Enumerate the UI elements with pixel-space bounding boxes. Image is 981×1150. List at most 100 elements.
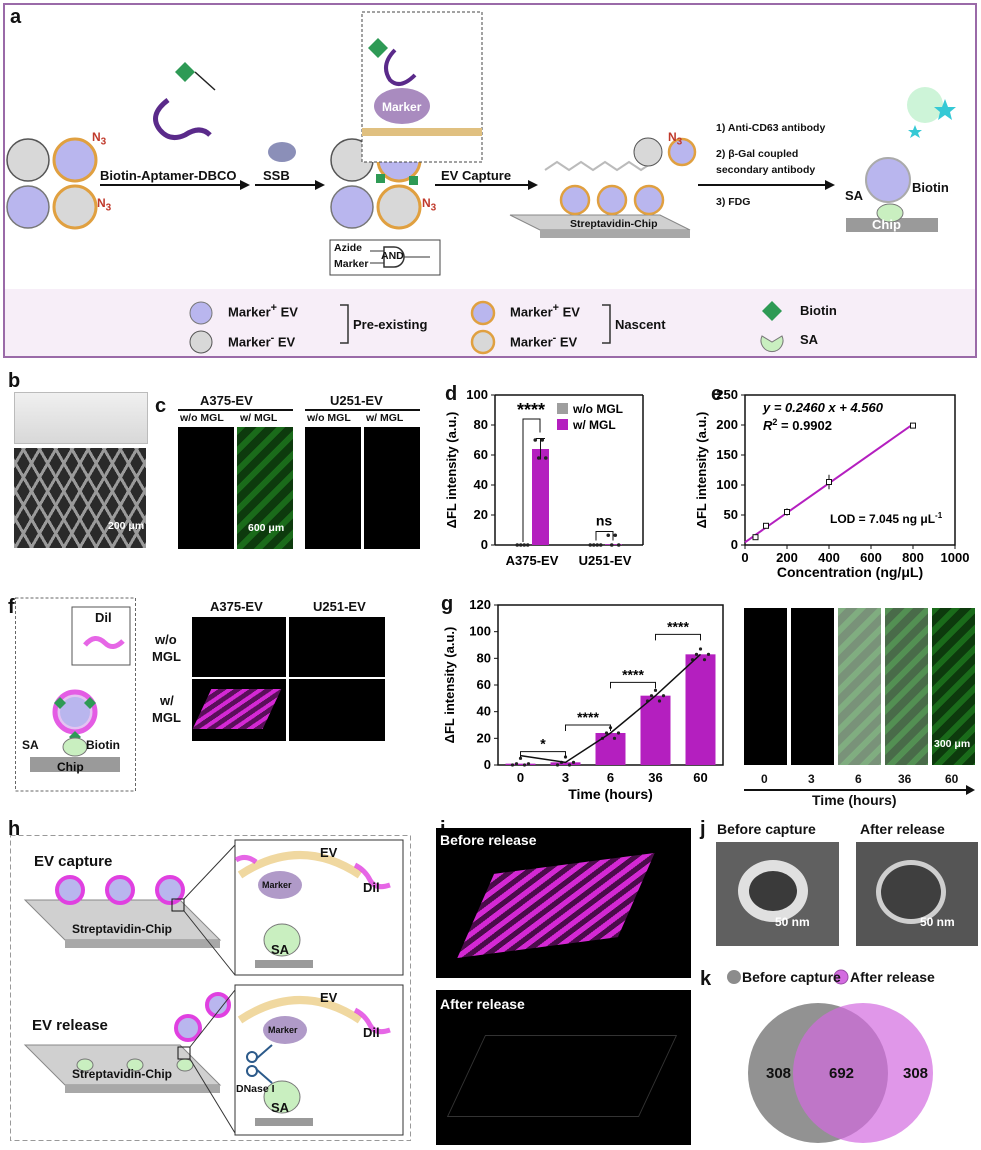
final-chip-label: Chip: [872, 217, 901, 232]
d-legend-label: w/ MGL: [572, 418, 616, 432]
g-sig-bracket: [565, 724, 611, 731]
venn-after: [793, 1003, 933, 1143]
g-point: [555, 763, 560, 767]
h-chip-2: Streptavidin-Chip: [72, 1067, 173, 1081]
panel-b-scale: 200 μm: [108, 520, 145, 532]
g-point: [518, 756, 523, 760]
e-point: [910, 422, 916, 429]
d-sig-label: ****: [517, 400, 545, 420]
g-ytick-label: 100: [469, 624, 491, 639]
d-point: [588, 543, 593, 547]
j-before-label: Before capture: [717, 821, 816, 837]
d-ytick-label: 80: [474, 417, 488, 432]
and-azide-label: Azide: [334, 242, 363, 254]
c-img-1: [178, 427, 234, 549]
d-ytick-label: 20: [474, 507, 488, 522]
c-img-3: [305, 427, 361, 549]
k-value-left: 308: [766, 1065, 792, 1082]
j-after-label: After release: [860, 821, 945, 837]
h-marker-2: Marker: [268, 1025, 298, 1035]
e-xlabel: Concentration (ng/μL): [777, 564, 923, 580]
panel-a-schematic: [6, 11, 956, 355]
final-biotin-label: Biotin: [912, 180, 949, 195]
panel-letter-b: b: [8, 370, 21, 392]
f-col-u251: U251-EV: [313, 599, 366, 614]
g-time-36: 36: [898, 772, 912, 786]
f-img-3: [192, 679, 286, 741]
k-value-right: 308: [903, 1065, 929, 1082]
g-category-label: 60: [693, 770, 707, 785]
k-legend-before: Before capture: [742, 969, 841, 985]
h-dil-1: Dil: [363, 880, 380, 895]
f-row-1b: MGL: [152, 649, 181, 664]
c-group-a375: A375-EV: [200, 393, 253, 408]
g-category-label: 3: [562, 770, 569, 785]
chip-label: Streptavidin-Chip: [570, 218, 658, 230]
chip-photo: [14, 392, 148, 444]
sem-image: [14, 448, 146, 548]
g-time-60: 60: [945, 772, 959, 786]
g-point: [661, 694, 666, 698]
g-point: [514, 762, 519, 766]
legend-biotin: Biotin: [800, 303, 837, 318]
d-legend-label: w/o MGL: [572, 402, 623, 416]
e-lod: LOD = 7.045 ng μL-1: [830, 511, 943, 526]
panel-letter-d: d: [445, 383, 458, 405]
h-dnase: DNase I: [236, 1083, 275, 1095]
g-category-label: 0: [517, 770, 524, 785]
inset-marker-label: Marker: [382, 100, 422, 114]
k-value-center: 692: [829, 1065, 855, 1082]
g-point: [649, 694, 654, 698]
d-legend-swatch: [557, 403, 568, 414]
g-point: [604, 731, 609, 735]
f-chip: Chip: [57, 760, 84, 774]
g-sig-bracket: [610, 681, 656, 689]
g-scale: 300 μm: [934, 738, 971, 750]
g-point: [522, 763, 527, 767]
e-xtick-label: 600: [860, 550, 882, 565]
g-point: [510, 763, 515, 767]
d-ylabel: ΔFL intensity (a.u.): [444, 412, 459, 529]
g-img-0: [744, 608, 787, 765]
e-r2: R2 = 0.9902: [763, 417, 832, 433]
d-category-label: A375-EV: [506, 553, 559, 568]
g-img-3: [791, 608, 834, 765]
legend-preexisting: Pre-existing: [353, 317, 428, 332]
g-ytick-label: 80: [477, 650, 491, 665]
f-col-a375: A375-EV: [210, 599, 263, 614]
g-point: [657, 699, 662, 703]
h-ev-1: EV: [320, 845, 338, 860]
j-img-before: [716, 842, 839, 946]
panel-letter-g: g: [441, 593, 454, 615]
c-img-2: [237, 427, 293, 549]
j-scale-2: 50 nm: [920, 915, 955, 929]
g-ytick-label: 60: [477, 677, 491, 692]
i-after-label: After release: [440, 996, 525, 1012]
panel-letter-c: c: [155, 395, 167, 417]
f-row-2b: MGL: [152, 710, 181, 725]
panel-h-schematic: [10, 835, 411, 1141]
legend-nascent: Nascent: [615, 317, 666, 332]
capture-label: EV Capture: [441, 168, 512, 183]
c-sub-2: w/ MGL: [240, 412, 278, 424]
c-group-u251: U251-EV: [330, 393, 383, 408]
h-marker-1: Marker: [262, 880, 292, 890]
d-category-label: U251-EV: [579, 553, 632, 568]
and-marker-label: Marker: [334, 258, 369, 270]
n3-label-4: N3: [668, 130, 683, 148]
d-ns-bracket: [595, 531, 614, 541]
h-sa-1: SA: [271, 942, 290, 957]
panel-letter-h: h: [8, 818, 21, 840]
step-1: 1) Anti-CD63 antibody: [716, 122, 826, 134]
d-point: [533, 438, 538, 442]
e-ylabel: ΔFL intensity (a.u.): [694, 412, 709, 529]
g-bar: [505, 763, 536, 765]
panel-f-schematic: [15, 597, 136, 792]
h-chip-1: Streptavidin-Chip: [72, 922, 173, 936]
n3-label-1: N3: [92, 130, 107, 148]
i-img-after: [436, 990, 691, 1145]
j-img-after: [856, 842, 978, 946]
e-xtick-label: 400: [818, 550, 840, 565]
